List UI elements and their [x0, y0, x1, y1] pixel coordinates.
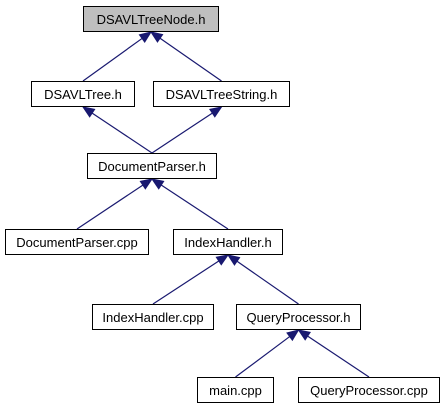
arrowhead-indexhandler_cpp-to-indexhandler_h: [215, 254, 230, 266]
arrowhead-dsavltreestring_h-to-dsavltreenode_h: [149, 31, 164, 43]
edge-dsavltreestring_h-to-dsavltreenode_h: [159, 37, 222, 82]
node-indexhandler-h[interactable]: IndexHandler.h: [173, 229, 283, 255]
arrowhead-documentparser_h-to-dsavltreestring_h: [209, 106, 223, 118]
arrowhead-indexhandler_h-to-documentparser_h: [150, 178, 165, 190]
arrowhead-queryprocessor_cpp-to-queryprocessor_h: [297, 329, 311, 341]
node-main-cpp[interactable]: main.cpp: [197, 377, 274, 403]
edge-dsavltree_h-to-dsavltreenode_h: [82, 37, 143, 82]
arrowhead-documentparser_h-to-dsavltree_h: [81, 106, 96, 118]
arrowhead-queryprocessor_h-to-indexhandler_h: [226, 254, 241, 266]
node-indexhandler-cpp[interactable]: IndexHandler.cpp: [92, 304, 214, 330]
node-queryprocessor-cpp[interactable]: QueryProcessor.cpp: [298, 377, 440, 403]
edge-queryprocessor_cpp-to-queryprocessor_h: [307, 335, 370, 378]
edge-documentparser_h-to-dsavltree_h: [91, 112, 153, 154]
node-dsavltreestring-h[interactable]: DSAVLTreeString.h: [153, 81, 290, 107]
node-dsavltreenode-h: DSAVLTreeNode.h: [83, 6, 219, 32]
arrowhead-dsavltree_h-to-dsavltreenode_h: [138, 31, 153, 43]
edge-indexhandler_cpp-to-indexhandler_h: [152, 260, 220, 305]
node-documentparser-cpp[interactable]: DocumentParser.cpp: [5, 229, 149, 255]
edge-queryprocessor_h-to-indexhandler_h: [236, 260, 299, 305]
node-documentparser-h[interactable]: DocumentParser.h: [87, 153, 217, 179]
edge-documentparser_h-to-dsavltreestring_h: [151, 112, 213, 154]
edge-main_cpp-to-queryprocessor_h: [235, 336, 291, 378]
edge-indexhandler_h-to-documentparser_h: [160, 184, 229, 230]
node-dsavltree-h[interactable]: DSAVLTree.h: [31, 81, 135, 107]
arrowhead-main_cpp-to-queryprocessor_h: [286, 329, 300, 342]
node-queryprocessor-h[interactable]: QueryProcessor.h: [236, 304, 361, 330]
edge-documentparser_cpp-to-documentparser_h: [76, 184, 144, 230]
arrowhead-documentparser_cpp-to-documentparser_h: [139, 178, 154, 190]
